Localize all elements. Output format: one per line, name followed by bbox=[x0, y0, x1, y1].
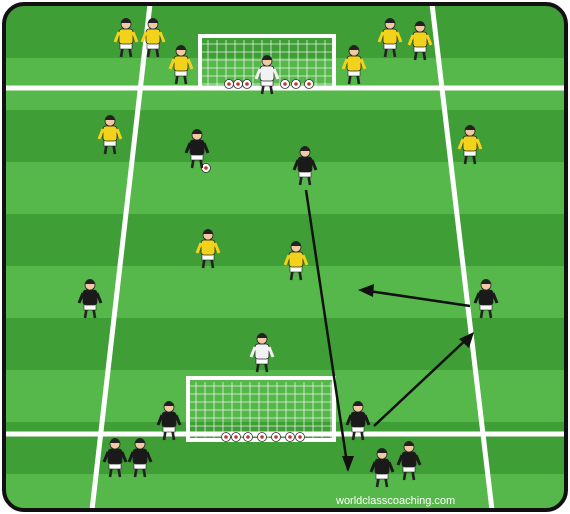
grass-stripe bbox=[0, 214, 570, 266]
ball-icon bbox=[292, 80, 301, 89]
ball-icon bbox=[244, 433, 253, 442]
ball-icon bbox=[258, 433, 267, 442]
ball-icon bbox=[296, 433, 305, 442]
ball-icon bbox=[281, 80, 290, 89]
ball-icon bbox=[305, 80, 314, 89]
ball-icon bbox=[222, 433, 231, 442]
grass-stripe bbox=[0, 318, 570, 370]
grass-stripe bbox=[0, 0, 570, 58]
grass-stripe bbox=[0, 110, 570, 162]
watermark: worldclasscoaching.com bbox=[335, 495, 455, 507]
ball-icon bbox=[202, 164, 211, 173]
ball-icon bbox=[243, 80, 252, 89]
ball-icon bbox=[232, 433, 241, 442]
ball-icon bbox=[234, 80, 243, 89]
ball-icon bbox=[272, 433, 281, 442]
ball-icon bbox=[225, 80, 234, 89]
grass-stripe bbox=[0, 162, 570, 214]
ball-icon bbox=[286, 433, 295, 442]
